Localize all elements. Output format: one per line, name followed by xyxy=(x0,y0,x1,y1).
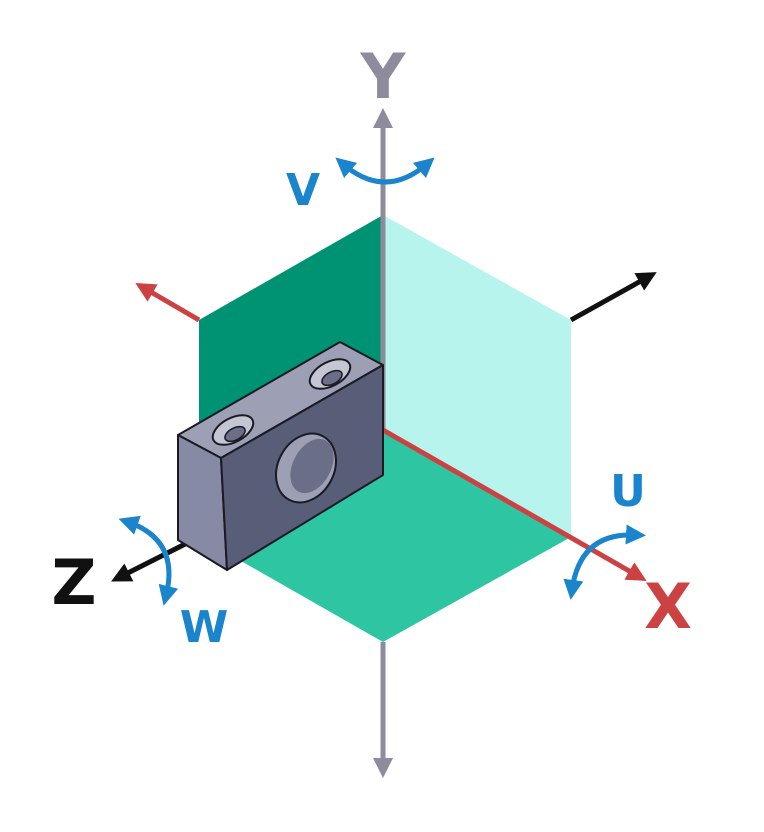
through-bore-hole xyxy=(275,432,337,504)
rotation-arrow-v xyxy=(335,157,435,185)
z-axis-positive-back xyxy=(569,272,657,323)
rotation-arrow-w xyxy=(118,515,179,606)
machined-block-part xyxy=(177,341,384,571)
z-axis-label: Z xyxy=(52,546,97,619)
rotation-w-label: W xyxy=(180,602,229,653)
counterbore-hole-right xyxy=(308,358,352,390)
rotation-arrow-u xyxy=(563,524,646,600)
rotation-u-label: U xyxy=(610,466,646,517)
rotation-v-label: V xyxy=(286,165,320,216)
y-axis-label: Y xyxy=(360,40,407,113)
x-axis-negative xyxy=(135,282,201,323)
counterbore-hole-left xyxy=(211,414,255,446)
x-axis-label: X xyxy=(644,570,692,643)
